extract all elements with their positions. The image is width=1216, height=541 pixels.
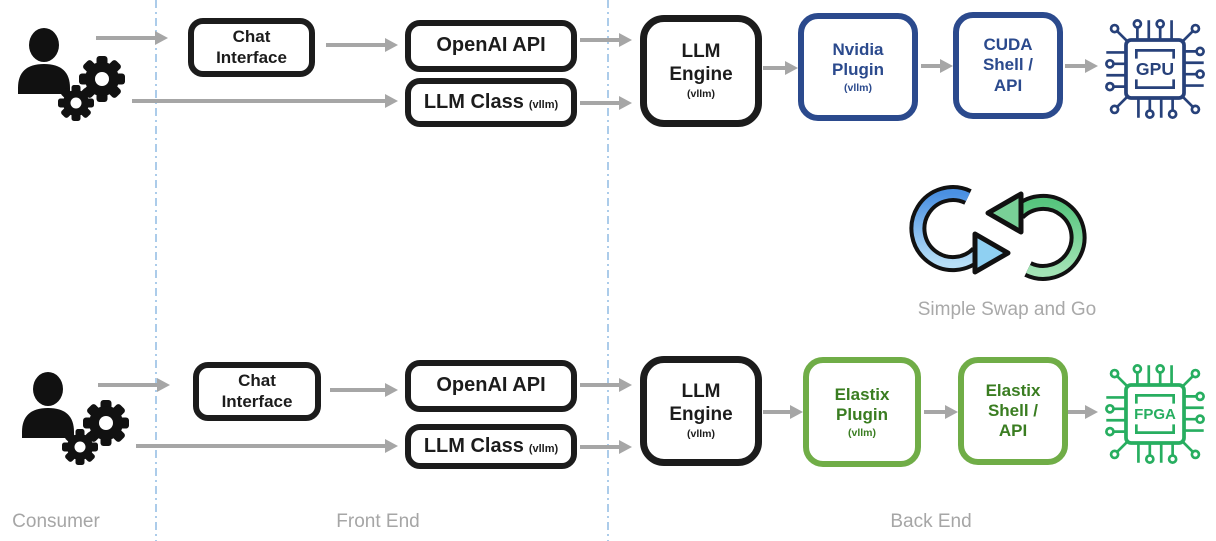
- llm-engine-sub-label: (vllm): [686, 88, 715, 101]
- elastix-shell-api-box: Elastix Shell / API: [958, 357, 1068, 465]
- person-gears-icon: [18, 28, 125, 121]
- arrow-shell-to-chip: [1065, 64, 1085, 68]
- llm-engine-sub-label: (vllm): [686, 428, 715, 441]
- llm-engine-label-line1: LLM: [681, 381, 721, 403]
- arrow-plugin-to-shell: [921, 64, 940, 68]
- arrow-shell-to-chip: [1067, 410, 1085, 414]
- llm-engine-box: LLM Engine (vllm): [640, 15, 762, 127]
- arrow-consumer-to-chat: [96, 36, 155, 40]
- gpu-chip-label: GPU: [1136, 59, 1174, 79]
- llm-class-box: LLM Class (vllm): [405, 78, 577, 127]
- llm-class-sub-label: (vllm): [528, 442, 559, 455]
- cuda-shell-api-box: CUDA Shell / API: [953, 12, 1063, 119]
- arrow-llmclass-to-engine: [580, 445, 619, 449]
- arrow-chat-to-openai: [326, 43, 385, 47]
- gpu-chip-icon: GPU: [1104, 19, 1206, 120]
- elastix-plugin-label-line1: Elastix: [834, 384, 890, 404]
- elastix-shell-label-line2: Shell /: [987, 400, 1039, 420]
- elastix-plugin-box: Elastix Plugin (vllm): [803, 357, 921, 467]
- chat-interface-label: Chat Interface: [216, 27, 287, 67]
- cuda-shell-label-line3: API: [993, 75, 1023, 95]
- chat-interface-box: Chat Interface: [193, 362, 321, 421]
- fpga-chip-label: FPGA: [1134, 406, 1176, 423]
- lane-label-consumer: Consumer: [12, 511, 100, 532]
- nvidia-plugin-label-line1: Nvidia: [832, 39, 884, 59]
- llm-engine-label-line2: Engine: [669, 403, 733, 425]
- elastix-shell-label-line1: Elastix: [985, 380, 1041, 400]
- chat-interface-box: Chat Interface: [188, 18, 315, 77]
- arrow-openai-to-engine: [580, 38, 619, 42]
- arrow-consumer-to-llmclass: [136, 444, 385, 448]
- openai-api-box: OpenAI API: [405, 360, 577, 412]
- elastix-plugin-label-line2: Plugin: [836, 404, 888, 424]
- openai-api-box: OpenAI API: [405, 20, 577, 72]
- arrow-consumer-to-chat: [98, 383, 157, 387]
- cuda-shell-label-line1: CUDA: [983, 35, 1033, 55]
- cuda-shell-label-line2: Shell /: [982, 55, 1034, 75]
- nvidia-plugin-label-line2: Plugin: [832, 59, 884, 79]
- lane-label-front-end: Front End: [336, 511, 420, 532]
- arrow-llmclass-to-engine: [580, 101, 619, 105]
- openai-api-label: OpenAI API: [436, 374, 546, 397]
- arrow-chat-to-openai: [330, 388, 385, 392]
- nvidia-plugin-box: Nvidia Plugin (vllm): [798, 13, 918, 121]
- arrow-engine-to-plugin: [763, 410, 790, 414]
- fpga-chip-icon: FPGA: [1104, 364, 1206, 465]
- nvidia-plugin-sub-label: (vllm): [843, 81, 872, 94]
- llm-engine-label-line2: Engine: [669, 63, 733, 85]
- arrow-openai-to-engine: [580, 383, 619, 387]
- llm-class-label: LLM Class: [423, 90, 524, 113]
- lane-divider-frontend-backend: [607, 0, 609, 541]
- swap-caption: Simple Swap and Go: [917, 299, 1097, 320]
- arrow-consumer-to-llmclass: [132, 99, 385, 103]
- swap-arrows-icon: [909, 185, 1087, 281]
- lane-label-back-end: Back End: [890, 511, 972, 532]
- arrow-plugin-to-shell: [924, 410, 945, 414]
- openai-api-label: OpenAI API: [436, 34, 546, 57]
- llm-class-box: LLM Class (vllm): [405, 424, 577, 469]
- llm-engine-label-line1: LLM: [681, 41, 721, 63]
- chat-interface-label: Chat Interface: [221, 371, 293, 411]
- llm-engine-box: LLM Engine (vllm): [640, 356, 762, 466]
- lane-divider-consumer-frontend: [155, 0, 157, 541]
- llm-class-sub-label: (vllm): [528, 98, 559, 111]
- llm-class-label: LLM Class: [423, 434, 524, 457]
- elastix-plugin-sub-label: (vllm): [847, 426, 876, 439]
- person-gears-icon: [22, 372, 129, 465]
- arrow-engine-to-plugin: [763, 66, 785, 70]
- elastix-shell-label-line3: API: [998, 421, 1028, 441]
